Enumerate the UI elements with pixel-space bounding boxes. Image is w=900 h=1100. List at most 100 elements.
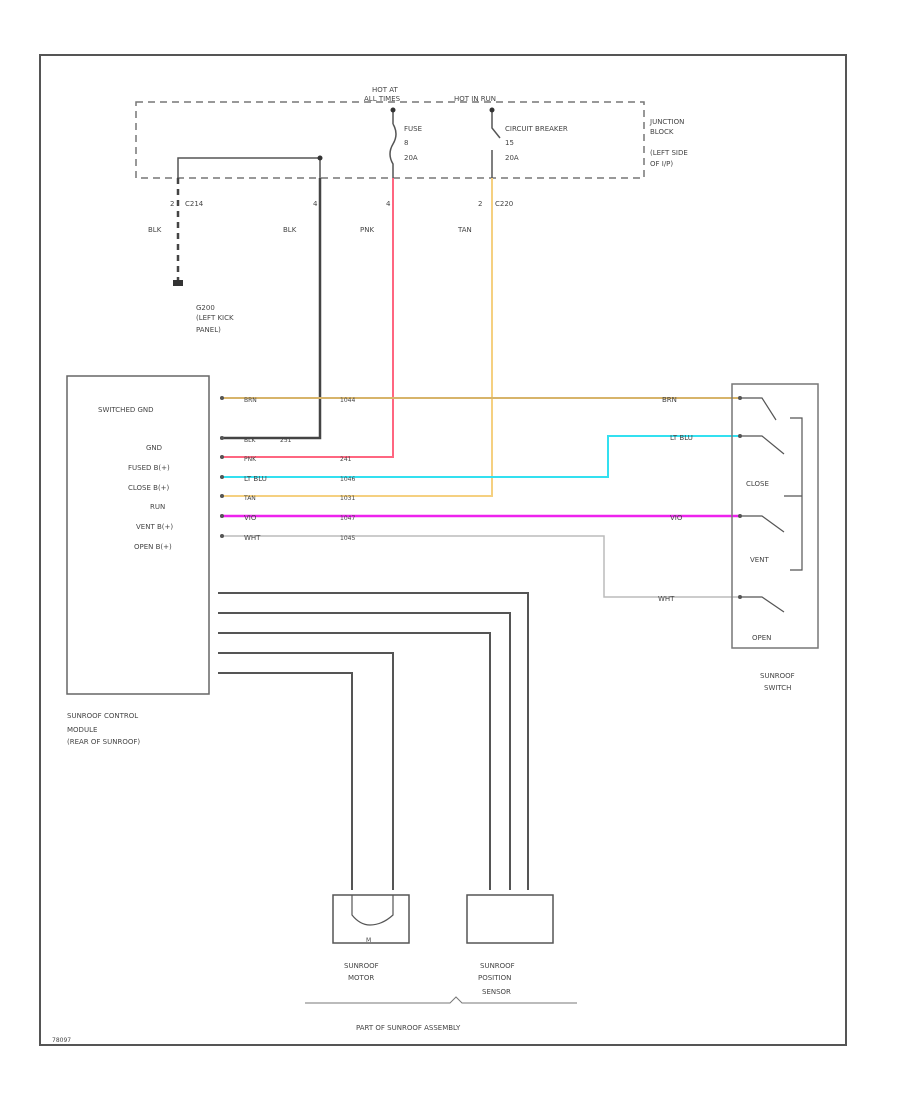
switch-terminal [738,595,742,599]
module-pin [220,494,224,498]
motor-wire-1 [218,652,394,890]
motor-wire-2 [218,672,353,890]
connector-c214: C214 [185,200,204,208]
motor-name-1: SUNROOF [344,962,379,970]
circuit-number-4: 1046 [340,476,355,483]
motor-name-2: MOTOR [348,974,374,982]
wht-wire-label-1: WHT [244,534,261,542]
blk-wire-label: BLK [283,226,297,234]
module-label-run: RUN [150,503,165,511]
motor-m-label: M [366,937,371,944]
wire-tag-tan: TAN [243,495,256,502]
wire-tag-blk: BLK [244,437,256,444]
hot-at-all-times-label-1: HOT AT [372,86,399,94]
circuit-number-2: 251 [280,437,292,444]
jb-ground-bus [177,157,321,178]
module-pin [220,534,224,538]
vio-wire-label-2: VIO [670,514,683,522]
lt-blu-wire [220,435,740,478]
switch-open-label: OPEN [752,634,771,642]
fuse-number: 8 [404,139,408,147]
switch-contacts [740,397,803,613]
switch-vent-label: VENT [750,556,769,564]
wire-tag-pnk: PNK [244,456,257,463]
module-pin [220,455,224,459]
circuit-number-3: 241 [340,456,352,463]
pin-2: 4 [313,200,318,208]
sensor-wire-2 [218,612,511,890]
sensor-name-3: SENSOR [482,988,511,996]
module-name-3: (REAR OF SUNROOF) [67,738,140,746]
module-name-1: SUNROOF CONTROL [67,712,138,720]
ground-wire-label: BLK [148,226,162,234]
lt-blu-wire-label-2: LT BLU [670,434,693,442]
module-pin [220,396,224,400]
pin-3: 4 [386,200,391,208]
tan-wire [220,178,493,497]
hot-at-all-times-label-2: ALL TIMES [364,95,401,103]
module-name-2: MODULE [67,726,97,734]
module-label-open-b: OPEN B(+) [134,543,172,551]
junction-block-name-4: OF I/P) [650,160,673,168]
position-sensor-box [466,894,554,944]
pnk-wire [220,178,394,458]
switch-terminal [738,514,742,518]
switch-close-label: CLOSE [746,480,769,488]
pin-4: 2 [478,200,482,208]
fuse-label: FUSE [404,125,422,133]
switch-terminal [738,396,742,400]
fuse-symbol [389,110,397,178]
junction-block-name-2: BLOCK [650,128,674,136]
switch-name-2: SWITCH [764,684,791,692]
switch-terminals [738,396,742,599]
assembly-bracket [305,996,577,1004]
circuit-breaker-symbol [491,110,501,178]
motor-symbol [351,895,394,926]
brn-wire-label: BRN [662,396,677,404]
circuit-number-7: 1045 [340,535,355,542]
harness-wires [218,592,529,890]
jb-ground-splice [317,155,323,161]
hot-in-run-label: HOT IN RUN [454,95,496,103]
module-pin [220,514,224,518]
sensor-name-1: SUNROOF [480,962,515,970]
wire-tag-brn: BRN [244,397,257,404]
sensor-wire-3 [218,632,491,890]
module-label-switched-gnd: SWITCHED GND [98,406,154,414]
diagram-code: 78097 [52,1037,71,1044]
switch-terminal [738,434,742,438]
module-pin [220,436,224,440]
junction-block-box [135,101,645,179]
sunroof-control-module-box [66,375,210,695]
sensor-name-2: POSITION [478,974,511,982]
switch-contact-1 [740,397,777,421]
module-label-fused-b: FUSED B(+) [128,464,170,472]
circuit-breaker-number: 15 [505,139,514,147]
switch-contact-2 [740,435,785,455]
sunroof-switch-box [731,383,819,649]
circuit-breaker-rating: 20A [505,154,519,162]
wht-wire [220,535,740,598]
pnk-wire-label: PNK [360,226,374,234]
switch-contact-3 [740,515,785,533]
fuse-terminal [390,107,396,113]
blk-wire [220,178,322,440]
sunroof-motor-box [332,894,410,944]
tan-wire-label: TAN [457,226,472,234]
ground-name-1: G200 [196,304,215,312]
ground-symbol [173,280,183,286]
switch-name-1: SUNROOF [760,672,795,680]
pin-1: 2 [170,200,174,208]
circuit-breaker-label: CIRCUIT BREAKER [505,125,568,133]
junction-block-name-1: JUNCTION [649,118,684,126]
junction-block-name-3: (LEFT SIDE [650,149,688,157]
circuit-number-6: 1047 [340,515,355,522]
module-label-vent-b: VENT B(+) [136,523,173,531]
module-label-close-b: CLOSE B(+) [128,484,170,492]
vio-wire-label-1: VIO [244,514,257,522]
switch-contact-4 [740,596,785,613]
ground-name-3: PANEL) [196,326,221,334]
ground-name-2: (LEFT KICK [196,314,234,322]
module-label-gnd: GND [146,444,162,452]
